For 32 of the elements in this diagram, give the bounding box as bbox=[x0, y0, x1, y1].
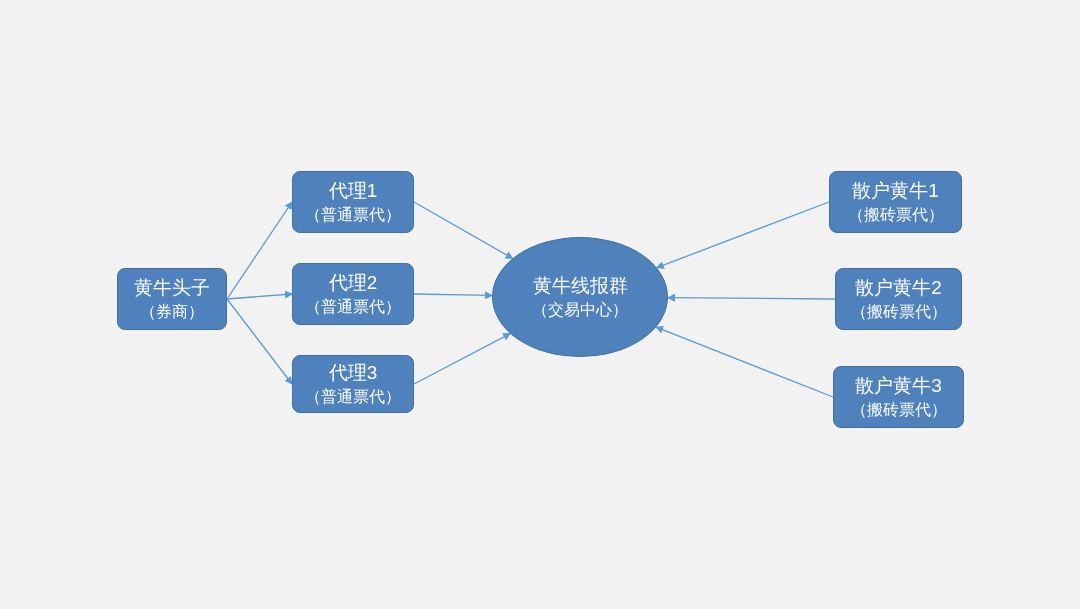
node-subtitle: （普通票代） bbox=[305, 297, 401, 317]
role-box bbox=[292, 263, 414, 325]
node-title: 代理1 bbox=[328, 179, 378, 203]
arrow bbox=[413, 201, 514, 260]
node-title: 散户黄牛2 bbox=[855, 276, 942, 300]
arrow bbox=[667, 293, 836, 302]
node-subtitle: （搬砖票代） bbox=[850, 400, 947, 420]
role-box bbox=[292, 171, 414, 233]
arrow bbox=[226, 290, 293, 300]
role-box bbox=[829, 171, 962, 233]
role-box bbox=[117, 268, 227, 330]
node-title: 散户黄牛1 bbox=[852, 179, 939, 203]
role-box bbox=[833, 366, 964, 428]
node-title: 代理3 bbox=[328, 361, 378, 385]
arrow bbox=[413, 291, 494, 300]
node-title: 黄牛线报群 bbox=[532, 274, 628, 298]
node-subtitle: （普通票代） bbox=[305, 205, 401, 225]
arrow bbox=[226, 201, 293, 300]
node-subtitle: （券商） bbox=[140, 302, 204, 322]
arrow bbox=[413, 332, 512, 385]
arrow bbox=[226, 298, 293, 385]
node-subtitle: （搬砖票代） bbox=[847, 205, 944, 225]
arrow bbox=[655, 201, 830, 269]
node-title: 黄牛头子 bbox=[134, 276, 210, 300]
node-title: 代理2 bbox=[328, 271, 378, 295]
node-title: 散户黄牛3 bbox=[855, 374, 942, 398]
arrow bbox=[655, 325, 834, 398]
node-subtitle: （普通票代） bbox=[305, 387, 401, 407]
node-subtitle: （交易中心） bbox=[532, 300, 628, 320]
role-box bbox=[835, 268, 962, 330]
node-subtitle: （搬砖票代） bbox=[850, 302, 947, 322]
role-box bbox=[292, 355, 414, 413]
